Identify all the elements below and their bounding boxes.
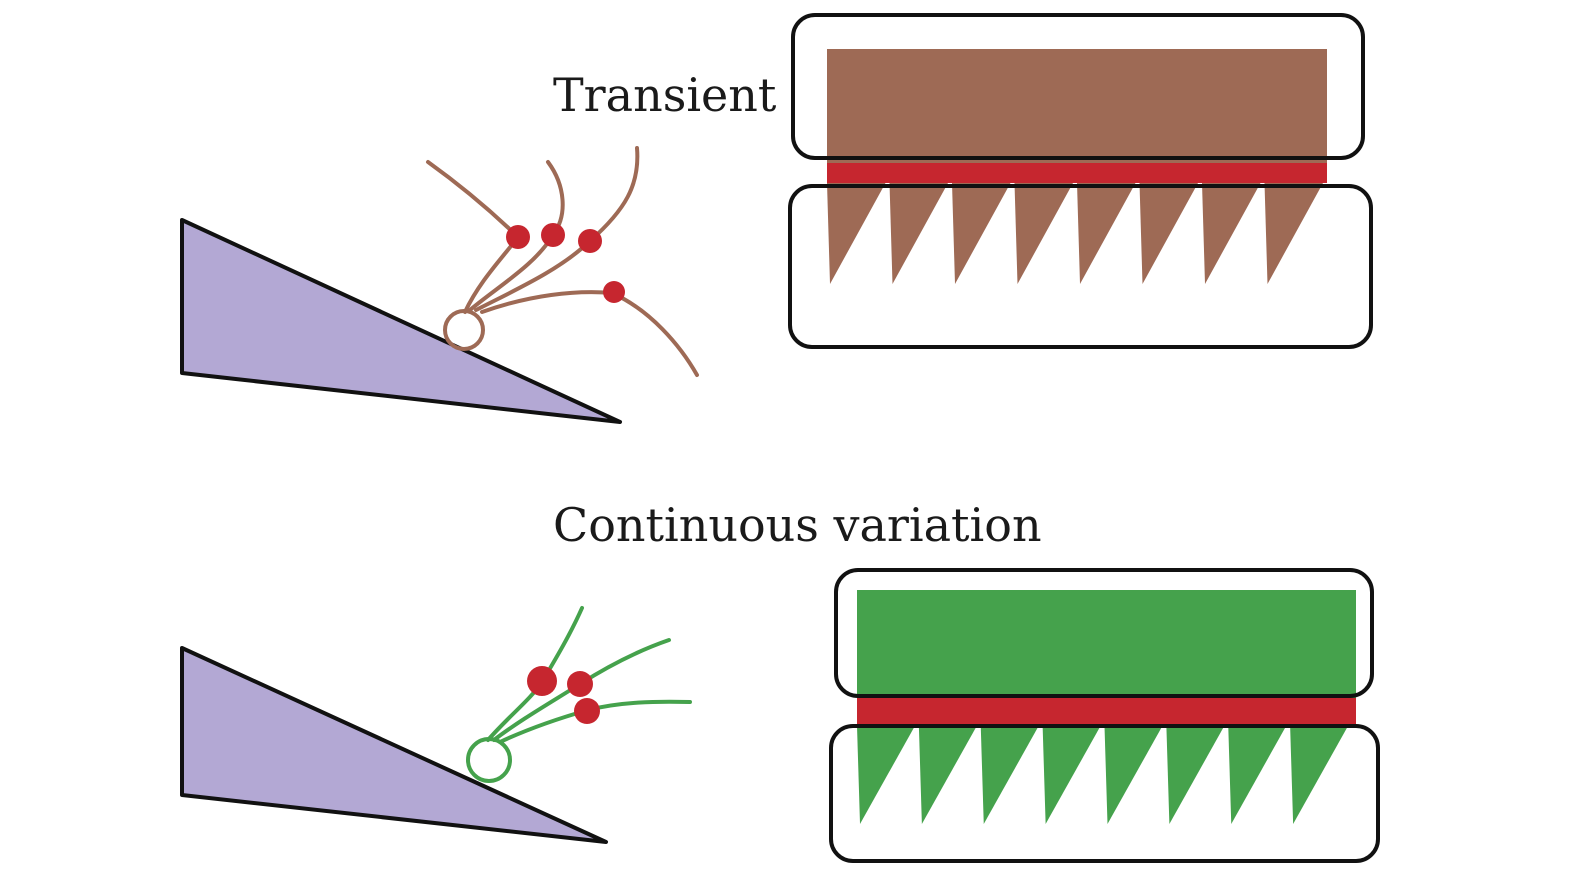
continuous-interface — [829, 568, 1380, 863]
continuous-binding-site-2 — [567, 671, 593, 697]
continuous-tooth-6 — [1166, 726, 1225, 824]
transient-tooth-6 — [1139, 183, 1198, 284]
transient-interface — [788, 13, 1373, 349]
transient-tooth-5 — [1077, 183, 1136, 284]
continuous-anchor-ring — [466, 737, 512, 783]
continuous-tooth-5 — [1104, 726, 1163, 824]
transient-label: Transient — [553, 68, 777, 122]
continuous-tooth-8 — [1290, 726, 1348, 824]
continuous-binding-site-1 — [527, 666, 557, 696]
transient-wedge — [180, 218, 622, 424]
continuous-lower-frame — [829, 724, 1380, 863]
continuous-binding-band — [857, 698, 1356, 726]
transient-anchor-ring — [443, 309, 485, 351]
transient-filament-1 — [426, 160, 521, 314]
transient-filament-4 — [480, 290, 699, 377]
continuous-tooth-4 — [1042, 726, 1101, 824]
transient-binding-site-2 — [541, 223, 565, 247]
continuous-label: Continuous variation — [553, 498, 1042, 552]
transient-tooth-4 — [1014, 183, 1073, 284]
transient-tooth-2 — [889, 183, 948, 284]
continuous-tooth-7 — [1228, 726, 1287, 824]
transient-tooth-8 — [1264, 183, 1323, 284]
continuous-wedge — [180, 646, 608, 844]
continuous-teeth — [857, 726, 1348, 824]
transient-tooth-1 — [827, 183, 886, 284]
continuous-binding-site-3 — [574, 698, 600, 724]
transient-binding-site-3 — [578, 229, 602, 253]
transient-binding-site-4 — [603, 281, 625, 303]
continuous-tooth-3 — [980, 726, 1039, 824]
continuous-tooth-2 — [918, 726, 977, 824]
transient-binding-site-1 — [506, 225, 530, 249]
continuous-panel — [180, 568, 1380, 863]
transient-tooth-3 — [952, 183, 1011, 284]
continuous-molecule — [466, 606, 692, 783]
transient-tooth-7 — [1202, 183, 1261, 284]
transient-teeth — [827, 183, 1323, 284]
transient-top-block — [827, 49, 1327, 163]
continuous-tooth-1 — [857, 726, 915, 824]
continuous-top-block — [857, 590, 1356, 698]
transient-upper-frame — [791, 13, 1365, 160]
transient-lower-frame — [788, 184, 1373, 349]
transient-molecule — [426, 146, 699, 377]
continuous-upper-frame — [834, 568, 1374, 698]
transient-panel — [180, 13, 1373, 424]
transient-binding-band — [827, 163, 1327, 183]
